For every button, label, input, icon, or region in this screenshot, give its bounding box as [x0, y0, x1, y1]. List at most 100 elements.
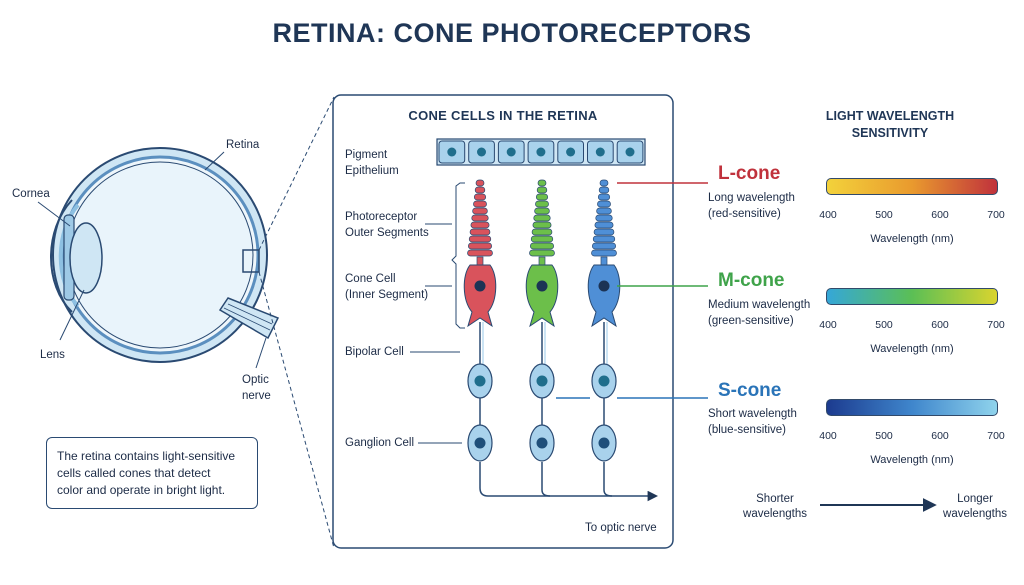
- cornea-label: Cornea: [12, 188, 50, 200]
- s-cone-gradient-bar: [826, 399, 998, 416]
- cone-column: [463, 179, 497, 462]
- wavelength-tick: 500: [875, 319, 893, 331]
- outer-segment-disc: [597, 193, 611, 201]
- ganglion-nucleus: [536, 437, 548, 449]
- outer-segment-disc: [469, 228, 491, 236]
- wavelength-tick: 600: [931, 430, 949, 442]
- outer-segment-disc: [591, 242, 616, 250]
- outer-segment: [467, 179, 493, 257]
- outer-segment-disc: [593, 228, 615, 236]
- panel-title: CONE CELLS IN THE RETINA: [408, 108, 598, 123]
- s-cone-name: S-cone: [718, 380, 782, 401]
- outer-segment-disc: [474, 186, 486, 194]
- outer-segment-disc: [468, 235, 492, 243]
- l-cone-gradient-bar: [826, 178, 998, 195]
- cone-nucleus: [474, 280, 486, 292]
- outer-segment-disc: [532, 221, 552, 229]
- m-cone-name: M-cone: [718, 270, 785, 291]
- outer-segment-disc: [473, 200, 487, 208]
- outer-segment-disc: [471, 214, 489, 222]
- cone-nucleus: [598, 280, 610, 292]
- inner-segment: [525, 264, 559, 328]
- outer-segment-disc: [595, 214, 613, 222]
- optic-nerve-arrow: [479, 462, 659, 502]
- inner-segment: [463, 264, 497, 328]
- ganglion-nucleus: [598, 437, 610, 449]
- lens-label: Lens: [40, 349, 65, 361]
- outer-segment-disc: [594, 221, 614, 229]
- ganglion-label: Ganglion Cell: [345, 437, 415, 449]
- outer-segment-disc: [530, 235, 554, 243]
- m-cone-desc: Medium wavelength(green-sensitive): [708, 299, 811, 327]
- pigment-nucleus: [506, 147, 516, 157]
- outer-segment-disc: [599, 179, 609, 187]
- m-axis-label: Wavelength (nm): [870, 343, 954, 355]
- outer-segment-disc: [535, 200, 549, 208]
- m-cone-gradient-bar: [826, 288, 998, 305]
- pigment-nucleus: [477, 147, 486, 157]
- outer-segment-disc: [534, 207, 550, 215]
- l-cone-desc: Long wavelength(red-sensitive): [708, 192, 795, 220]
- outer-segment-disc: [467, 249, 493, 257]
- outer-segment-disc: [529, 242, 554, 250]
- wavelength-tick: 500: [875, 209, 893, 221]
- outer-segment: [529, 179, 555, 257]
- l-cone-name: L-cone: [718, 163, 781, 184]
- wavelength-tick: 700: [987, 209, 1005, 221]
- wavelength-tick: 500: [875, 430, 893, 442]
- pigment-nucleus: [536, 147, 546, 157]
- pigment-nucleus: [625, 147, 635, 157]
- outer-segment-disc: [472, 207, 488, 215]
- outer-segment-disc: [596, 207, 612, 215]
- bipolar-nucleus: [474, 375, 486, 387]
- eye-illustration: [37, 96, 335, 549]
- outer-segment-disc: [537, 179, 547, 187]
- wavelength-tick: 400: [819, 430, 837, 442]
- outer-segment-disc: [535, 193, 549, 201]
- outer-segment-disc: [470, 221, 490, 229]
- cone-panel: [332, 94, 674, 549]
- outer-segment-disc: [475, 179, 485, 187]
- outer-segment-disc: [529, 249, 555, 257]
- page-title: RETINA: CONE PHOTORECEPTORS: [272, 18, 752, 48]
- inner-segment-label: Cone Cell(Inner Segment): [345, 273, 429, 301]
- pigment-nucleus: [447, 147, 457, 157]
- pigment-nucleus: [566, 147, 576, 157]
- wavelength-tick: 600: [931, 209, 949, 221]
- bipolar-nucleus: [536, 375, 548, 387]
- outer-segment-disc: [598, 186, 610, 194]
- l-axis-label: Wavelength (nm): [870, 233, 954, 245]
- cone-nucleus: [536, 280, 548, 292]
- s-cone-desc: Short wavelength(blue-sensitive): [708, 408, 797, 436]
- wavelength-tick: 700: [987, 430, 1005, 442]
- outer-segment-disc: [533, 214, 551, 222]
- pigment-nucleus: [595, 147, 605, 157]
- info-box: The retina contains light-sensitive cell…: [46, 437, 258, 509]
- outer-segment-disc: [531, 228, 553, 236]
- outer-segment-disc: [592, 235, 616, 243]
- outer-segment-disc: [473, 193, 487, 201]
- outer-segment-disc: [591, 249, 617, 257]
- ganglion-nucleus: [474, 437, 486, 449]
- wavelength-tick: 400: [819, 209, 837, 221]
- wavelength-tick: 600: [931, 319, 949, 331]
- outer-segment-disc: [597, 200, 611, 208]
- cone-column: [587, 179, 621, 462]
- retina-label: Retina: [226, 139, 260, 151]
- bipolar-label: Bipolar Cell: [345, 346, 404, 358]
- optic-nerve-label: Optic nerve: [242, 374, 271, 402]
- inner-segment: [587, 264, 621, 328]
- bipolar-nucleus: [598, 375, 610, 387]
- cone-column: [525, 179, 559, 462]
- outer-segment-disc: [536, 186, 548, 194]
- wavelength-tick: 700: [987, 319, 1005, 331]
- s-axis-label: Wavelength (nm): [870, 454, 954, 466]
- wavelength-tick: 400: [819, 319, 837, 331]
